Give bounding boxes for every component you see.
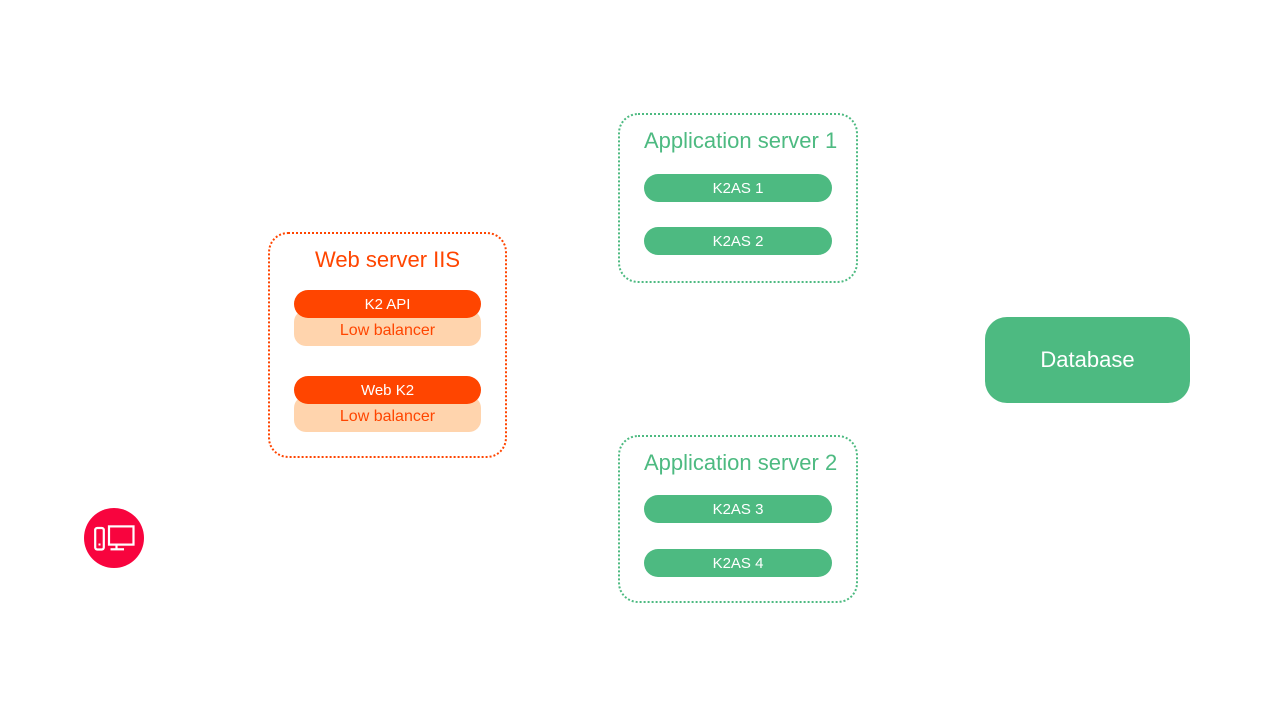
web-server-title: Web server IIS (314, 247, 461, 272)
node-pill-k2as-1: K2AS 1 (644, 174, 832, 202)
service-group-k2-api: K2 API Low balancer (294, 290, 481, 346)
node-pill-k2as-2: K2AS 2 (644, 227, 832, 255)
service-pill-k2-api: K2 API (294, 290, 481, 318)
application-server-2-box: Application server 2 K2AS 3 K2AS 4 (618, 435, 858, 603)
application-server-1-title: Application server 1 (644, 128, 838, 153)
web-server-iis-box: Web server IIS K2 API Low balancer Web K… (268, 232, 507, 458)
node-pill-k2as-3: K2AS 3 (644, 495, 832, 523)
application-server-1-box: Application server 1 K2AS 1 K2AS 2 (618, 113, 858, 283)
database-box: Database (985, 317, 1190, 403)
application-server-2-title: Application server 2 (644, 450, 838, 475)
client-workstation-badge (84, 508, 144, 568)
node-pill-k2as-4: K2AS 4 (644, 549, 832, 577)
desktop-computer-icon (94, 525, 135, 551)
database-label: Database (1040, 347, 1135, 372)
service-pill-web-k2: Web K2 (294, 376, 481, 404)
service-group-web-k2: Web K2 Low balancer (294, 376, 481, 432)
